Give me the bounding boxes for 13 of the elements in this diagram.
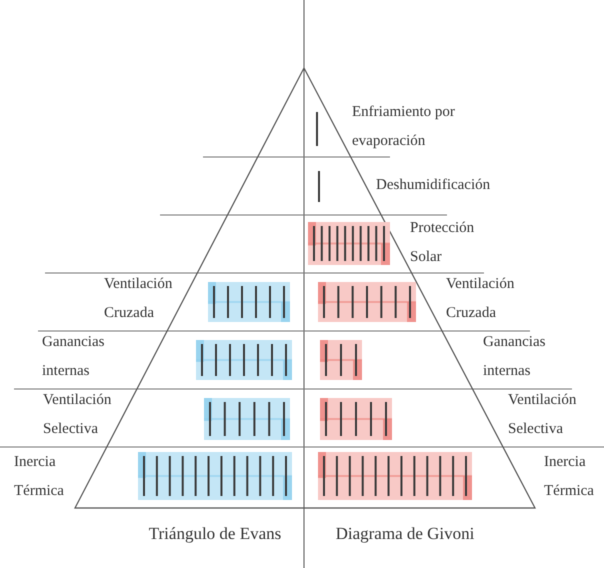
category-label: Protección Solar (410, 219, 476, 267)
column-label: Triángulo de Evans (148, 523, 282, 545)
category-label: Ventilación Selectiva (508, 391, 578, 439)
category-label: Ventilación Cruzada (446, 275, 516, 323)
category-label: Ganancias internas (483, 333, 546, 381)
column-label: Diagrama de Givoni (334, 523, 476, 545)
category-label: Enfriamiento por evaporación (352, 103, 456, 151)
category-label: Inercia Térmica (544, 453, 595, 501)
category-label: Ventilación Selectiva (43, 391, 112, 439)
category-label: Ganancias internas (42, 333, 106, 381)
category-label: Inercia Térmica (14, 453, 65, 501)
category-label: Ventilación Cruzada (104, 275, 174, 323)
category-label: Deshumidificación (376, 176, 492, 195)
